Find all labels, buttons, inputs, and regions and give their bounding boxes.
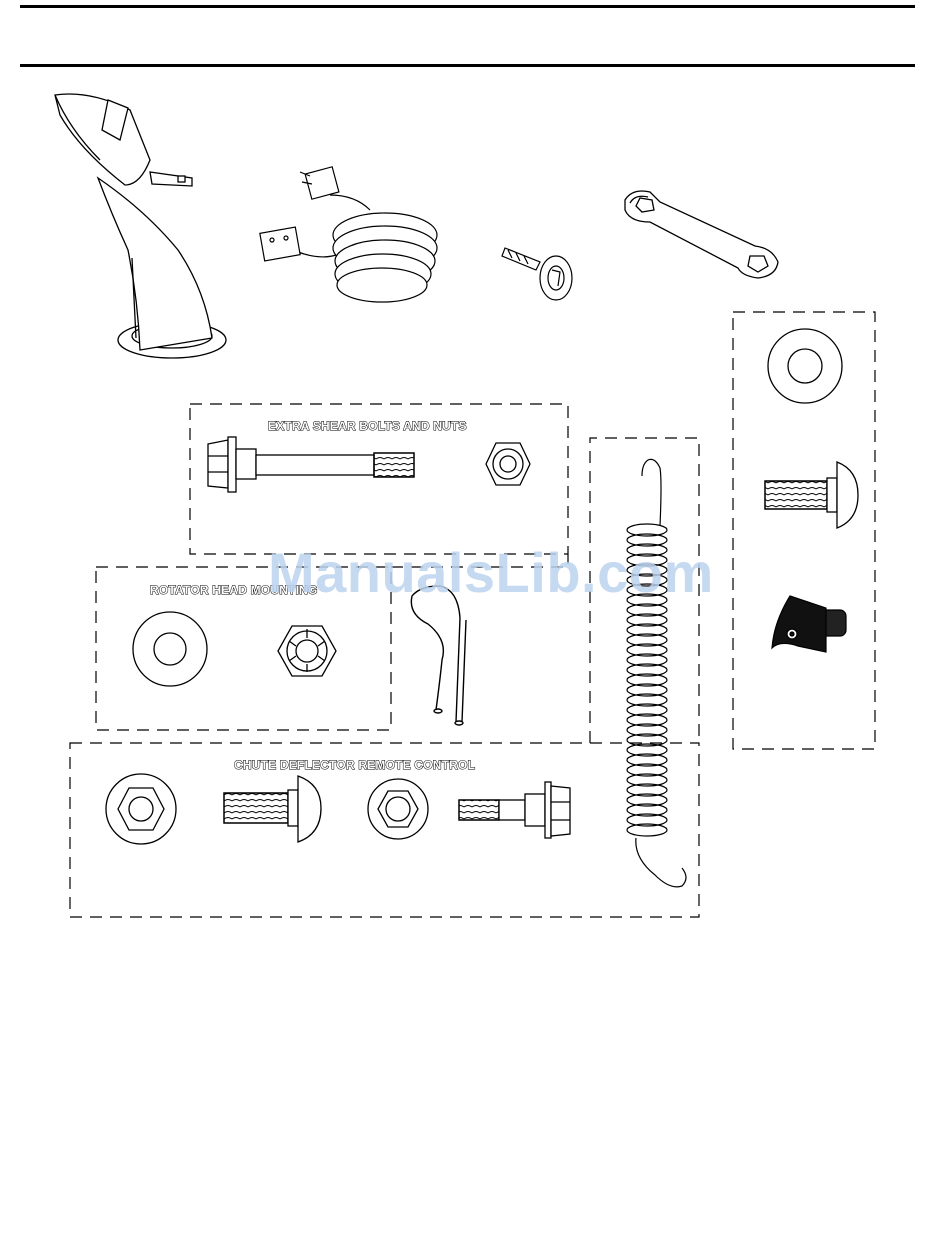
discharge-chute-icon [55, 94, 226, 358]
shear-bolts-label: EXTRA SHEAR BOLTS AND NUTS [268, 419, 467, 433]
flange-nut-icon [368, 779, 428, 839]
lock-nut-icon [278, 626, 336, 676]
flange-nut-icon [106, 774, 176, 844]
extension-cord-icon [260, 167, 437, 302]
carriage-bolt-icon [765, 462, 858, 528]
hex-bolt-icon [208, 437, 414, 492]
spark-plug-wrench-icon [625, 191, 778, 278]
lock-nut-icon [486, 443, 530, 485]
extension-spring-icon [627, 459, 686, 886]
chute-deflector-label: CHUTE DEFLECTOR REMOTE CONTROL [234, 758, 475, 772]
flat-washer-icon [768, 329, 842, 403]
ignition-key-icon [502, 248, 572, 300]
hex-bolt-icon [459, 782, 570, 838]
hairpin-cotter-icon [411, 586, 466, 725]
wing-knob-icon [772, 596, 846, 652]
carriage-bolt-icon [224, 776, 321, 842]
flat-washer-icon [133, 612, 207, 686]
watermark-text: ManualsLib.com [268, 540, 714, 605]
